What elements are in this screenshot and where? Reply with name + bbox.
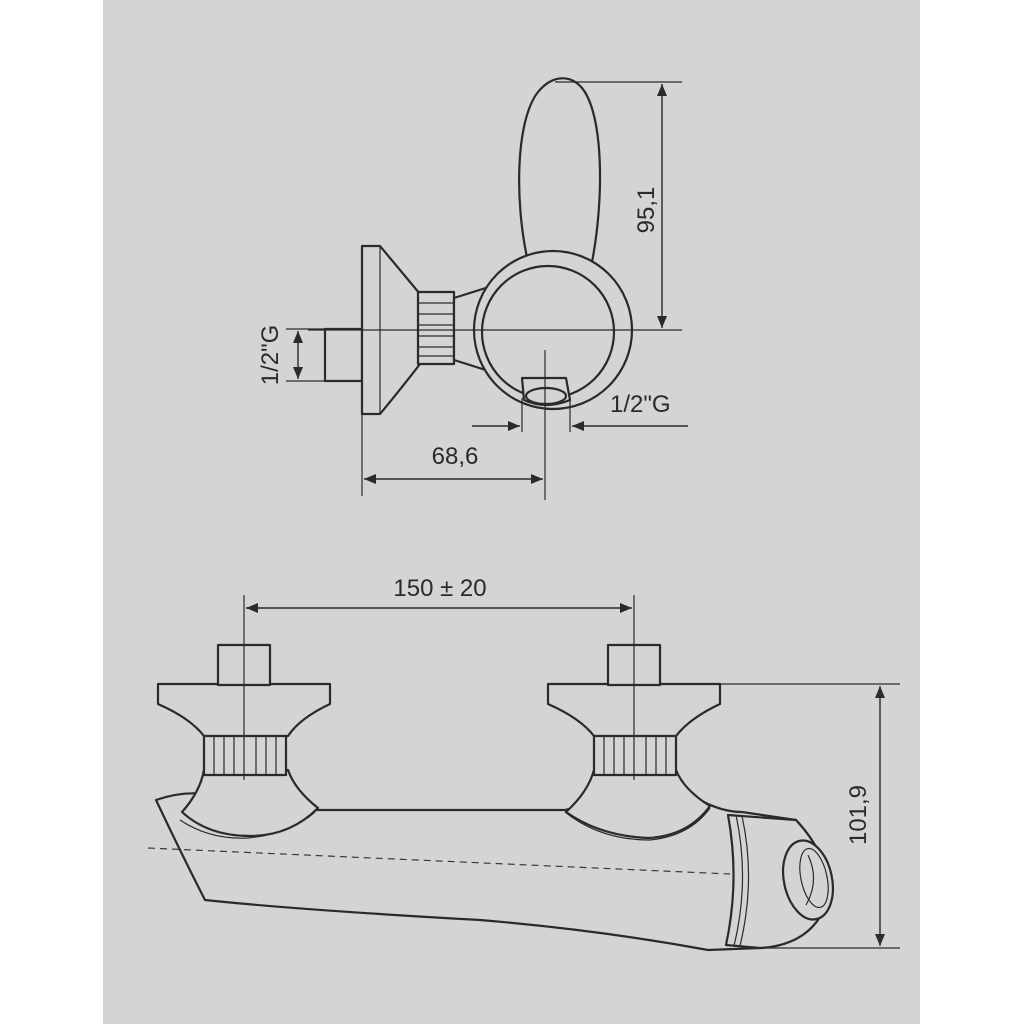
inlet-thread-stub [323, 327, 364, 383]
body-axis-line [147, 847, 731, 875]
right-knurled-nut [592, 733, 678, 777]
inlet-thread-label: 1/2"G [257, 325, 284, 386]
outlet-thread-label: 1/2"G [610, 391, 671, 418]
left-coupling-neck [180, 768, 320, 838]
lever-height-label: 95,1 [633, 187, 660, 234]
side-view: 95,1 1/2"G 1/2"G 68,6 [257, 77, 688, 500]
lever-handle [518, 77, 602, 264]
side-depth-label: 68,6 [432, 443, 479, 470]
temperature-knob [781, 839, 835, 921]
front-height-label: 101,9 [845, 785, 872, 845]
center-distance-label: 150 ± 20 [393, 575, 486, 602]
right-coupling-neck [564, 768, 712, 840]
front-view: 150 ± 20 101,9 [147, 575, 900, 952]
left-knurled-nut [202, 733, 288, 777]
